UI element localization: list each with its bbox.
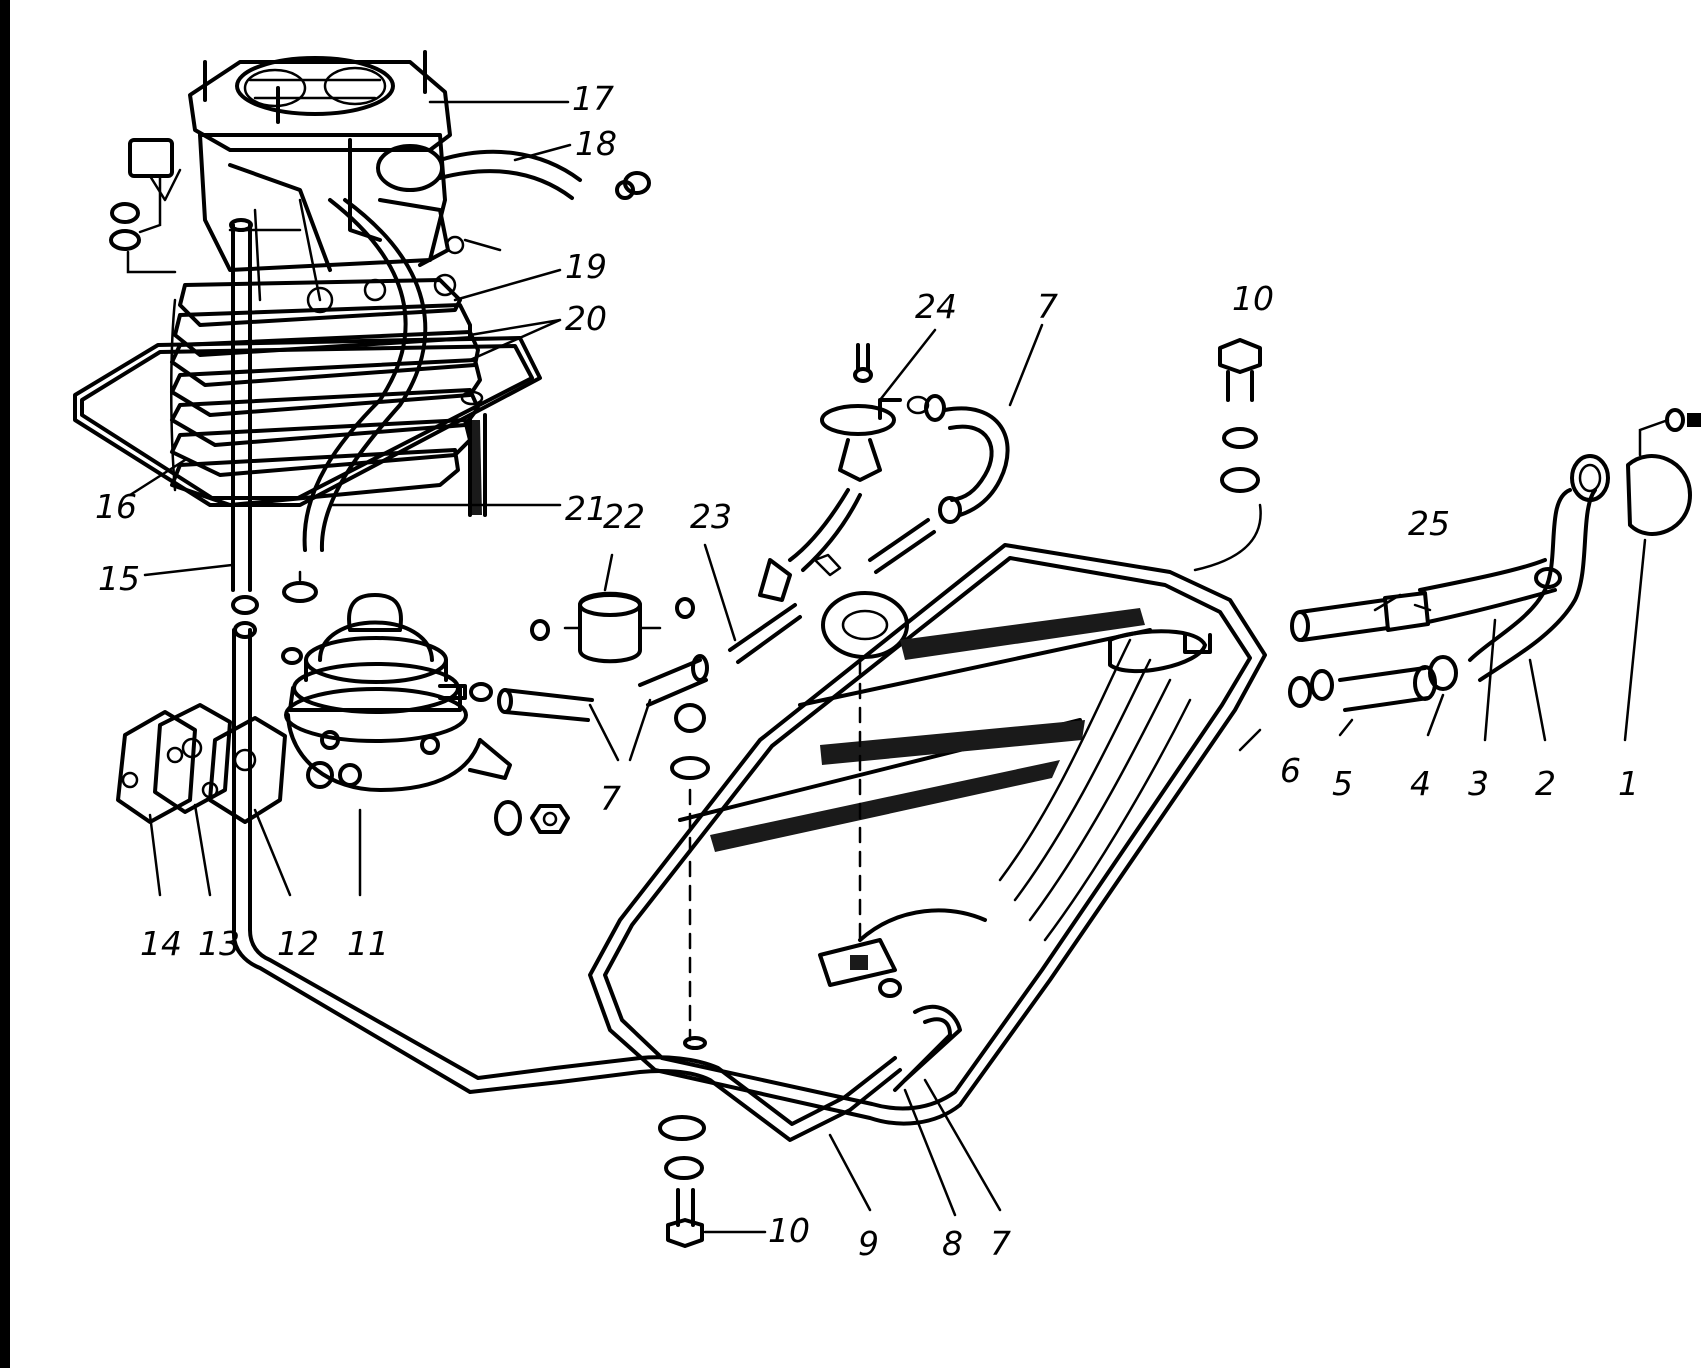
callout-4: 4 [1410,764,1431,803]
callout-8: 8 [942,1224,963,1263]
filler-pipe [1468,454,1692,682]
hose-21 [302,198,428,552]
callout-19: 19 [565,247,607,286]
callout-1: 1 [1618,764,1639,803]
filler-neck-hose-25 [1290,558,1557,642]
hose-7-pump-to-filter [497,654,709,722]
callout-13: 13 [198,924,240,963]
bolt-10-bottom [658,703,710,1248]
callout-7-bottom: 7 [990,1224,1011,1263]
nut-and-washer [109,176,177,274]
callout-7-filter-hoses: 7 [600,779,621,818]
callout-18: 18 [575,124,617,163]
callout-24: 24 [915,287,957,326]
fuel-filter-22 [530,591,695,664]
callout-15: 15 [98,559,140,598]
callout-2: 2 [1535,764,1556,803]
pump-gaskets [116,703,287,824]
callout-23: 23 [690,497,732,536]
filler-hose-5 [1288,655,1458,712]
fuel-tube-15 [229,218,253,592]
pump-nut-and-washer [494,800,570,836]
cap-screw [1638,408,1701,457]
bolt-10-top [1193,338,1262,572]
callout-10-top: 10 [1232,279,1274,318]
callout-25: 25 [1408,504,1450,543]
callout-9: 9 [858,1224,879,1263]
callout-16: 16 [95,487,137,526]
hose-clamps [231,570,318,639]
callout-labels: 1 2 3 4 5 6 7 7 7 7 8 9 10 10 11 12 13 1… [95,79,1639,1263]
hose-18 [438,149,651,200]
callout-11: 11 [347,924,389,963]
callout-21: 21 [565,489,607,528]
callout-22: 22 [603,497,645,536]
callout-12: 12 [277,924,319,963]
page-border [0,0,10,1368]
callout-7-hose-top: 7 [1037,287,1058,326]
callout-17: 17 [572,79,614,118]
heat-shield-16 [73,336,542,517]
hose-7-top [938,406,1010,524]
callout-3: 3 [1468,764,1489,803]
pipe-23 [728,603,802,664]
callout-5: 5 [1332,764,1353,803]
callout-10-bottom: 10 [768,1211,810,1250]
assembly-axes [688,658,862,1042]
callout-20: 20 [565,299,607,338]
carburetor [128,50,502,314]
fuel-pump [281,593,512,792]
callout-14: 14 [140,924,182,963]
callout-6: 6 [1280,751,1301,790]
leader-lines [128,100,1647,1234]
